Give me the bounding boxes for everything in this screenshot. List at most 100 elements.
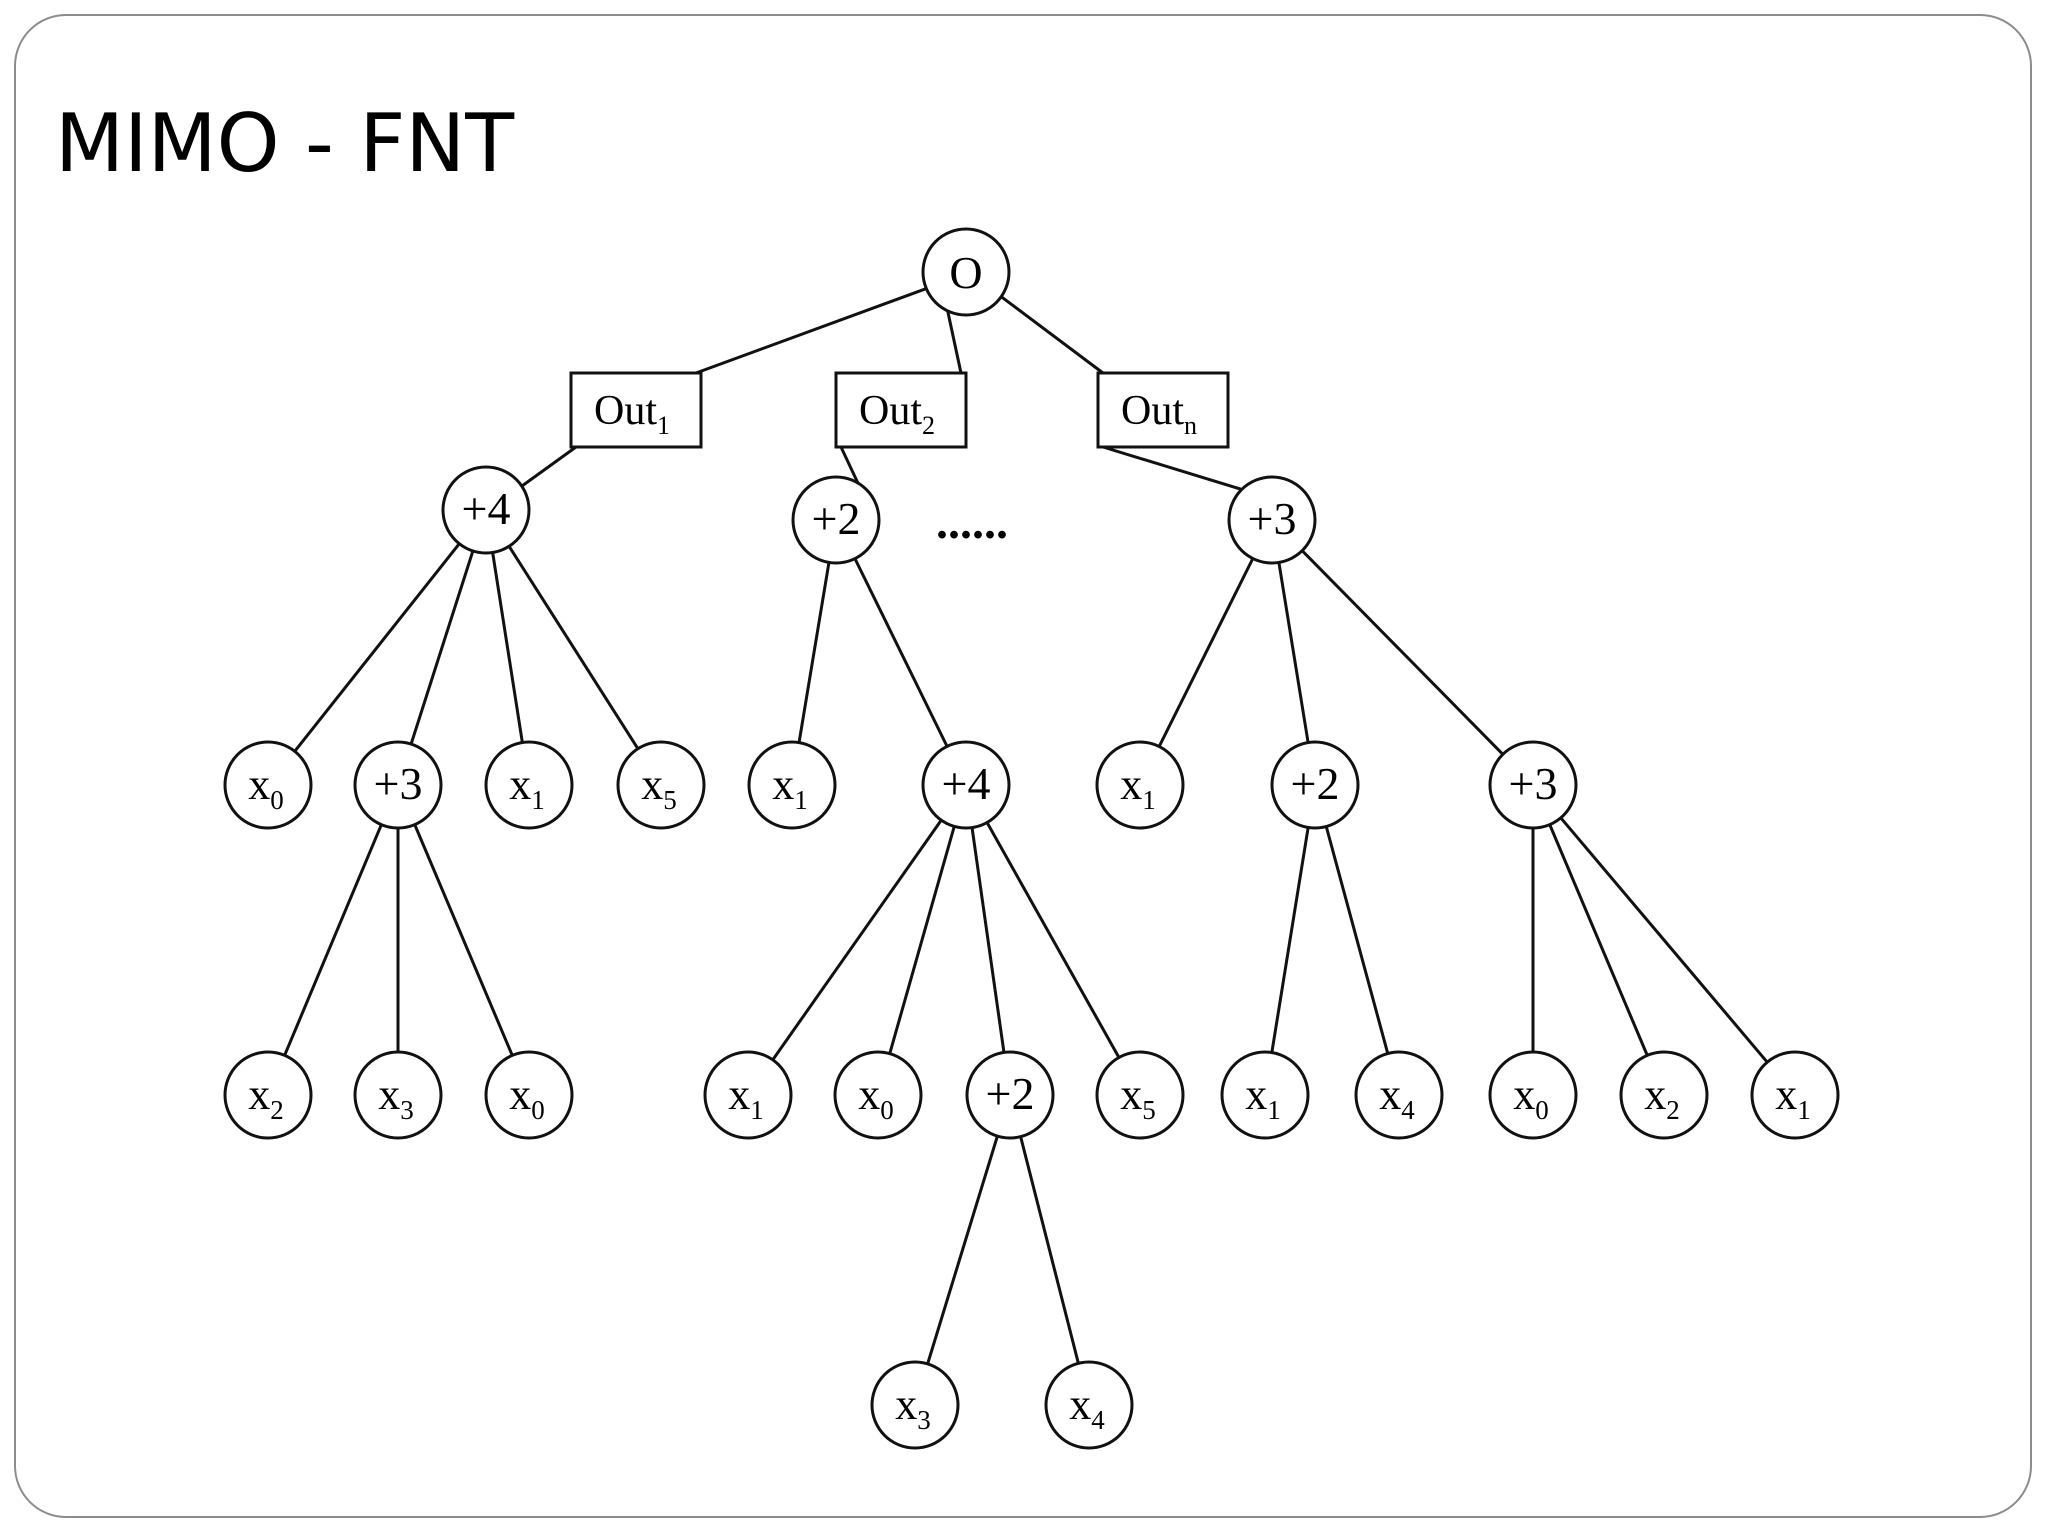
node-circle: [1750, 1050, 1840, 1140]
edge-op-plus2-a-to-op-plus4-b: [853, 557, 949, 748]
root-node: O: [921, 227, 1011, 317]
node-circle: [1488, 1050, 1578, 1140]
root-node-circle: [921, 227, 1011, 317]
node-circle: [223, 740, 313, 830]
node-x2-b: x2: [1619, 1050, 1709, 1140]
node-x0-c: x0: [833, 1050, 923, 1140]
edge-root-to-out-1: [695, 287, 927, 375]
edge-op-plus4-b-to-x0-c: [888, 825, 956, 1055]
node-circle: [747, 740, 837, 830]
node-label: +3: [1509, 758, 1558, 809]
node-label: +2: [812, 493, 861, 544]
edge-op-plus4-b-to-x5-b: [985, 821, 1121, 1059]
edge-op-plus3-b-to-x2-a: [283, 824, 383, 1056]
node-circle: [353, 740, 443, 830]
node-circle: [484, 740, 574, 830]
node-op-plus2-a: +2: [791, 475, 881, 565]
output-box-1: Out1: [569, 371, 703, 449]
node-label: +3: [1248, 493, 1297, 544]
node-label: x5: [1120, 1070, 1156, 1125]
node-op-plus3-b: +3: [353, 740, 443, 830]
edge-out-2-to-op-plus2-a: [839, 446, 860, 484]
edge-op-plus3-c-to-x2-b: [1548, 824, 1649, 1056]
node-label: +2: [986, 1068, 1035, 1119]
nodes-layer: O Out1 Out2 Outn...... +4 +2 +3 x0 +3 x1 x5 x1 +4 x1 +…: [223, 227, 1840, 1450]
slide-title: MIMO - FNT: [55, 97, 515, 190]
node-circle: [965, 1050, 1055, 1140]
node-x1-c: x1: [1095, 740, 1185, 830]
edge-out-n-to-op-plus3-a: [1102, 445, 1243, 491]
edge-op-plus2-a-to-x1-b: [797, 562, 831, 743]
edge-op-plus3-a-to-x1-c: [1157, 557, 1255, 748]
node-label: x1: [509, 760, 545, 815]
node-x3-a: x3: [353, 1050, 443, 1140]
node-label: x4: [1379, 1070, 1415, 1125]
node-label: x2: [1644, 1070, 1680, 1125]
edge-op-plus4-a-to-x0-a: [293, 542, 461, 753]
node-label: x3: [895, 1380, 931, 1435]
node-x1-d: x1: [703, 1050, 793, 1140]
edge-op-plus2-c-to-x4-b: [1019, 1136, 1080, 1364]
edge-op-plus4-a-to-x1-a: [491, 552, 524, 743]
node-label: x0: [509, 1070, 545, 1125]
node-circle: [1619, 1050, 1709, 1140]
edge-root-to-out-2: [946, 310, 963, 374]
node-circle: [833, 1050, 923, 1140]
node-label: x1: [728, 1070, 764, 1125]
output-box-frame: [1096, 371, 1230, 449]
edge-out-1-to-op-plus4-a: [520, 445, 577, 488]
node-x1-b: x1: [747, 740, 837, 830]
node-circle: [616, 740, 706, 830]
node-label: x2: [248, 1070, 284, 1125]
node-x0-b: x0: [484, 1050, 574, 1140]
root-node-label: O: [949, 247, 982, 298]
node-circle: [441, 465, 531, 555]
node-label: x1: [1120, 760, 1156, 815]
edges-layer: [283, 287, 1769, 1365]
node-circle: [353, 1050, 443, 1140]
node-op-plus4-b: +4: [921, 740, 1011, 830]
node-label: x1: [772, 760, 808, 815]
node-label: x1: [1775, 1070, 1811, 1125]
output-box-label: Out2: [859, 388, 935, 440]
node-label: x0: [248, 760, 284, 815]
node-circle: [1095, 1050, 1185, 1140]
node-circle: [1354, 1050, 1444, 1140]
ellipsis-text: ......: [936, 496, 1008, 549]
node-x1-e: x1: [1220, 1050, 1310, 1140]
output-box-n: Outn: [1096, 371, 1230, 449]
output-box-2: Out2: [834, 371, 968, 449]
node-x2-a: x2: [223, 1050, 313, 1140]
node-circle: [703, 1050, 793, 1140]
node-label: x0: [858, 1070, 894, 1125]
edge-op-plus4-a-to-op-plus3-b: [409, 550, 475, 745]
edge-op-plus4-b-to-x1-d: [771, 819, 943, 1061]
node-label: x5: [641, 760, 677, 815]
node-label: x0: [1513, 1070, 1549, 1125]
node-circle: [870, 1360, 960, 1450]
node-op-plus4-a: +4: [441, 465, 531, 555]
node-x5-b: x5: [1095, 1050, 1185, 1140]
node-circle: [1220, 1050, 1310, 1140]
node-label: x1: [1245, 1070, 1281, 1125]
node-op-plus3-c: +3: [1488, 740, 1578, 830]
node-op-plus2-b: +2: [1270, 740, 1360, 830]
node-x5-a: x5: [616, 740, 706, 830]
edge-op-plus3-c-to-x1-f: [1559, 816, 1769, 1064]
node-circle: [791, 475, 881, 565]
node-label: x4: [1069, 1380, 1105, 1435]
node-op-plus2-c: +2: [965, 1050, 1055, 1140]
node-label: +2: [1291, 758, 1340, 809]
edge-op-plus2-b-to-x4-a: [1324, 826, 1390, 1054]
edge-op-plus3-a-to-op-plus3-c: [1301, 549, 1504, 756]
edge-op-plus4-a-to-x5-a: [507, 545, 640, 750]
output-box-frame: [569, 371, 703, 449]
edge-op-plus2-c-to-x3-b: [926, 1135, 999, 1365]
node-x0-a: x0: [223, 740, 313, 830]
node-label: +4: [462, 483, 511, 534]
node-op-plus3-a: +3: [1227, 475, 1317, 565]
node-x4-a: x4: [1354, 1050, 1444, 1140]
output-box-frame: [834, 371, 968, 449]
output-box-label: Outn: [1121, 388, 1197, 440]
node-circle: [484, 1050, 574, 1140]
